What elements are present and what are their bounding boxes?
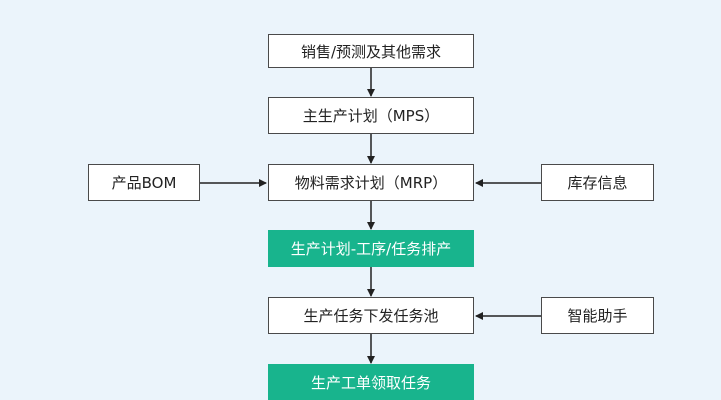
node-scheduling: 生产计划-工序/任务排产 <box>268 230 474 267</box>
node-inventory-info: 库存信息 <box>541 164 654 201</box>
node-work-order: 生产工单领取任务 <box>268 364 474 400</box>
node-product-bom: 产品BOM <box>88 164 200 201</box>
node-mps: 主生产计划（MPS） <box>268 97 474 134</box>
node-mrp: 物料需求计划（MRP） <box>268 164 474 201</box>
node-smart-assistant: 智能助手 <box>541 297 654 334</box>
node-sales-forecast: 销售/预测及其他需求 <box>268 34 474 68</box>
node-task-pool: 生产任务下发任务池 <box>268 297 474 334</box>
